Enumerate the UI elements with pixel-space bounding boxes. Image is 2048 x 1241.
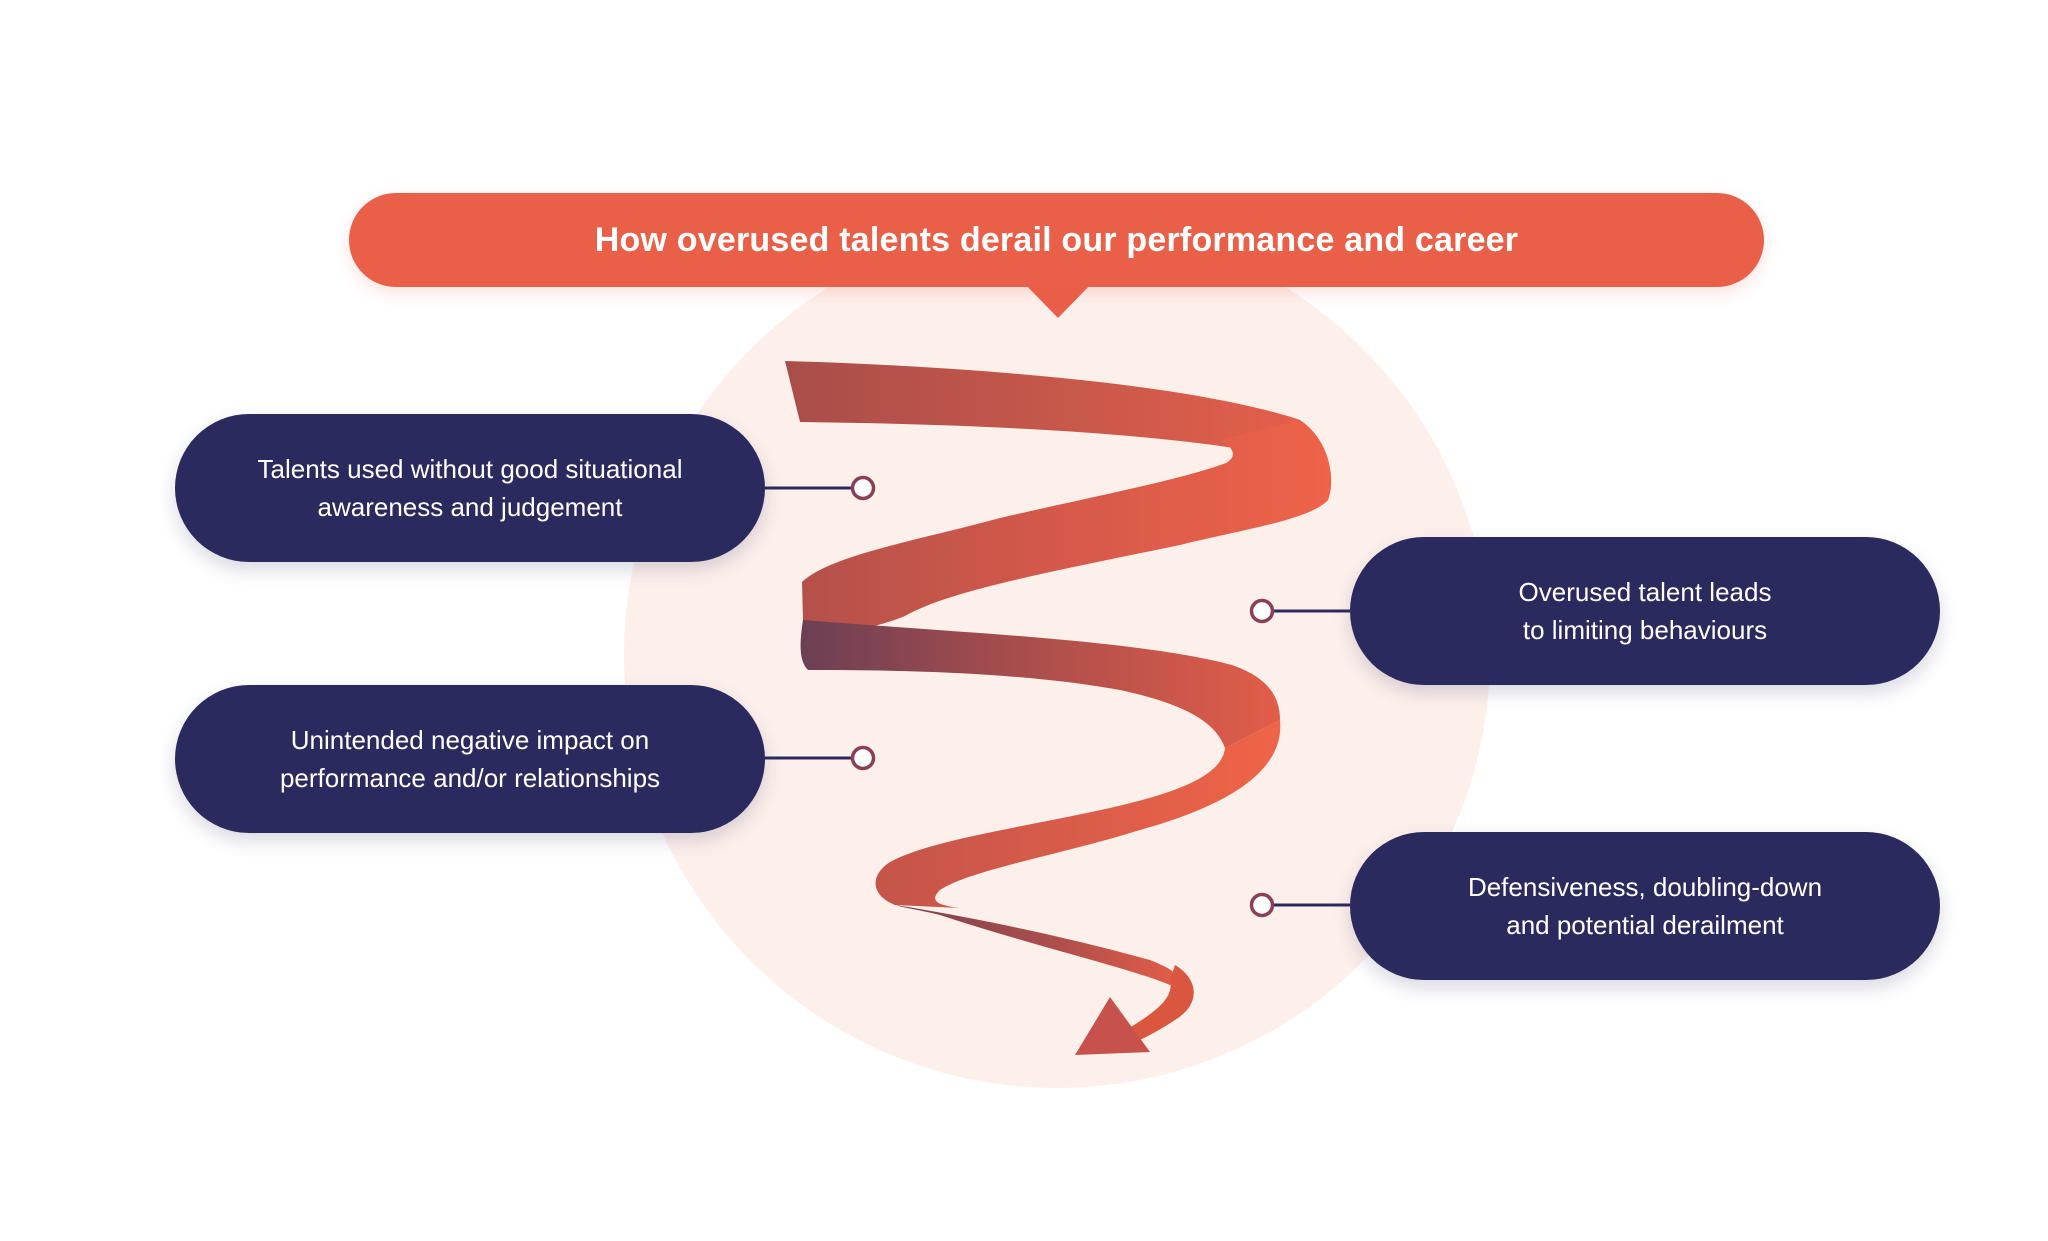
connector-node-4 (1249, 892, 1275, 918)
banner-pointer (1023, 282, 1093, 318)
stage-3-line-2: performance and/or relationships (279, 763, 661, 793)
stage-2-pill: Overused talent leads to limiting behavi… (1350, 537, 1940, 685)
title-banner: How overused talents derail our performa… (349, 193, 1764, 287)
connector-node-3 (850, 745, 876, 771)
connectors (760, 475, 1352, 918)
arrow-head (1075, 997, 1150, 1055)
ribbon-segment-3 (800, 620, 1280, 748)
stage-4-line-2: and potential derailment (1506, 910, 1784, 940)
stage-2-line-1: Overused talent leads (1518, 577, 1772, 607)
stage-1-text: Talents used without good situational aw… (210, 450, 730, 526)
stage-2-line-2: to limiting behaviours (1522, 615, 1768, 645)
ribbon-segment-2 (802, 420, 1332, 632)
stage-1-pill: Talents used without good situational aw… (175, 414, 765, 562)
ribbon-segment-5 (895, 905, 1177, 985)
connector-node-1 (850, 475, 876, 501)
stage-1-line-1: Talents used without good situational (257, 454, 683, 484)
stage-1-line-2: awareness and judgement (317, 492, 623, 522)
stage-3-pill: Unintended negative impact on performanc… (175, 685, 765, 833)
stage-4-line-1: Defensiveness, doubling-down (1467, 872, 1823, 902)
stage-3-line-1: Unintended negative impact on (290, 725, 650, 755)
connector-node-2 (1249, 598, 1275, 624)
diagram-title: How overused talents derail our performa… (594, 220, 1519, 259)
stage-4-text: Defensiveness, doubling-down and potenti… (1385, 868, 1905, 944)
ribbon-segment-1 (785, 361, 1328, 468)
ribbon-segment-6 (1126, 965, 1194, 1042)
stage-4-pill: Defensiveness, doubling-down and potenti… (1350, 832, 1940, 980)
stage-3-text: Unintended negative impact on performanc… (210, 721, 730, 797)
ribbon-segment-4 (875, 720, 1281, 908)
spiral-ribbon (785, 361, 1332, 1042)
stage-2-text: Overused talent leads to limiting behavi… (1385, 573, 1905, 649)
